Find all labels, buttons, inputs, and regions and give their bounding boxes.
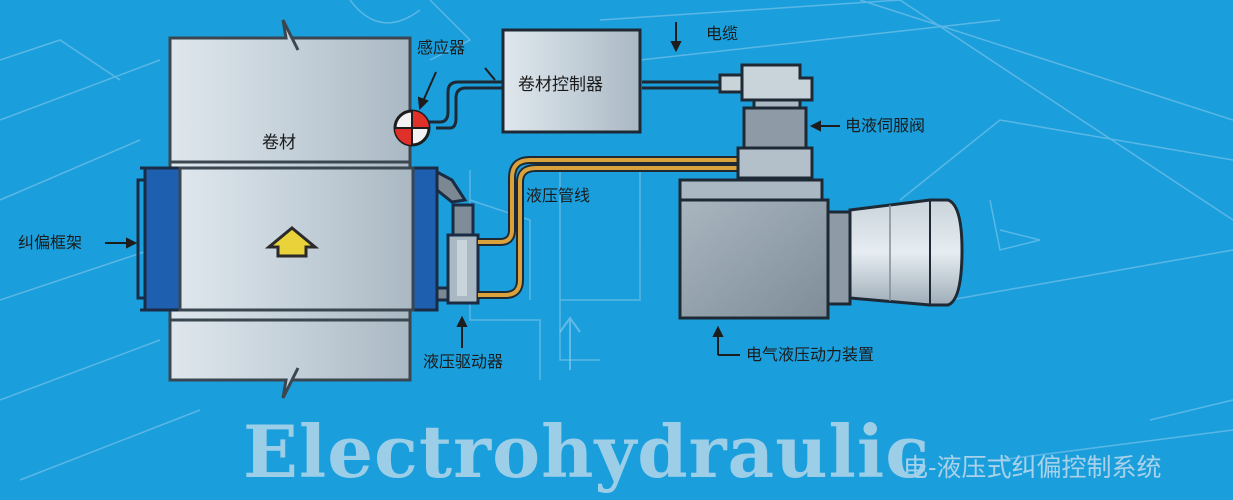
sensor-icon <box>393 109 431 147</box>
label-roll-material: 卷材 <box>262 133 296 153</box>
power-unit <box>678 178 964 320</box>
label-hydraulic-actuator: 液压驱动器 <box>423 352 504 371</box>
roll-controller <box>501 28 642 134</box>
label-power-unit: 电气液压动力装置 <box>746 345 875 364</box>
label-hydraulic-line: 液压管线 <box>526 186 591 205</box>
label-guide-frame: 纠偏框架 <box>18 233 83 252</box>
label-servo-valve: 电液伺服阀 <box>845 116 926 135</box>
blueprint-arrow-up <box>559 316 581 370</box>
servo-valve <box>718 63 814 180</box>
label-cable: 电缆 <box>706 24 739 43</box>
hydraulic-actuator <box>446 203 480 305</box>
title-english: Electrohydraulic <box>243 409 931 494</box>
title-chinese: 电-液压式纠偏控制系统 <box>903 453 1162 482</box>
hydraulic-line <box>478 156 738 299</box>
label-pointers <box>105 22 840 356</box>
up-arrow-icon <box>264 226 320 258</box>
label-roll-controller: 卷材控制器 <box>518 75 603 95</box>
label-sensor: 感应器 <box>417 38 466 57</box>
cable <box>426 80 720 130</box>
